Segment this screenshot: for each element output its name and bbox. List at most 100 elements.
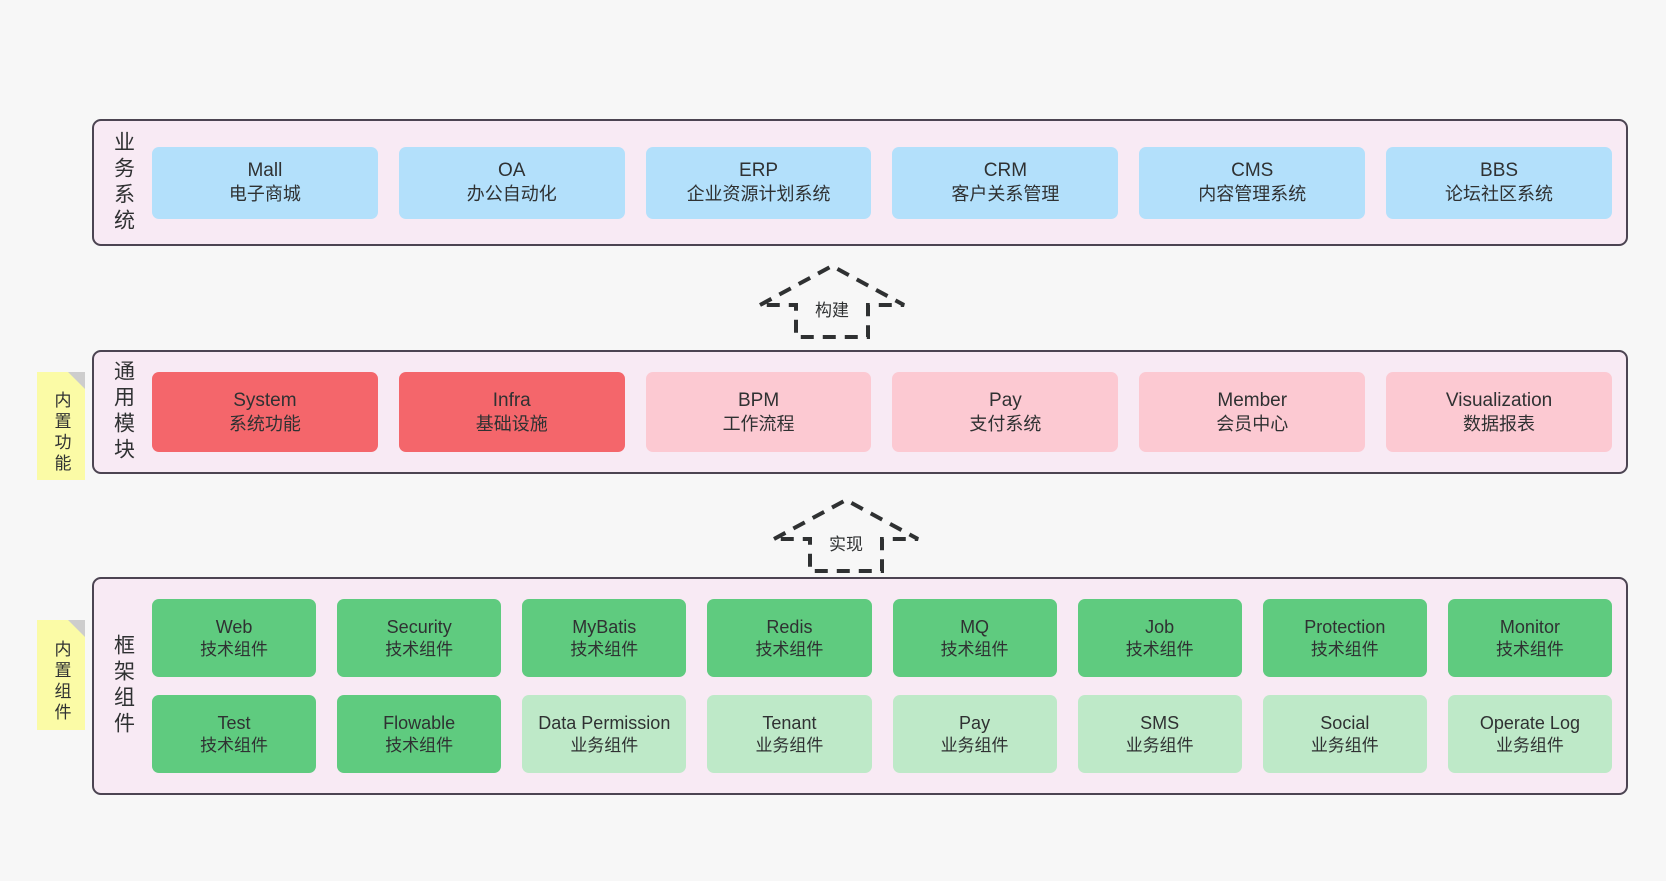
card-desc: 技术组件: [200, 735, 269, 755]
card-title: Social: [1320, 713, 1370, 734]
card-title: CRM: [983, 160, 1028, 182]
card-desc: 技术组件: [1125, 639, 1194, 659]
card-cms[interactable]: CMS 内容管理系统: [1139, 146, 1366, 219]
card-title: Tenant: [762, 713, 817, 734]
card-desc: 数据报表: [1463, 413, 1536, 434]
card-crm[interactable]: CRM 客户关系管理: [892, 146, 1119, 219]
card-title: Job: [1145, 617, 1175, 638]
card-desc: 客户关系管理: [951, 184, 1060, 205]
card-desc: 技术组件: [385, 639, 454, 659]
card-title: Member: [1217, 389, 1288, 411]
card-system[interactable]: System 系统功能: [152, 372, 378, 452]
layer-framework-title: 框架组件: [94, 579, 146, 793]
card-desc: 技术组件: [570, 639, 639, 659]
card-title: Mall: [247, 160, 283, 182]
card-erp[interactable]: ERP 企业资源计划系统: [645, 146, 872, 219]
fold-corner-icon: [68, 620, 85, 637]
card-mybatis[interactable]: MyBatis 技术组件: [522, 599, 687, 677]
sticky-note-label: 内置功能: [51, 391, 71, 475]
card-oa[interactable]: OA 办公自动化: [398, 146, 625, 219]
layer-business-title-text: 业务系统: [111, 130, 135, 235]
card-desc: 技术组件: [940, 639, 1009, 659]
card-test[interactable]: Test 技术组件: [152, 695, 317, 773]
card-infra[interactable]: Infra 基础设施: [398, 372, 625, 452]
card-title: Security: [386, 617, 452, 638]
card-desc: 业务组件: [570, 735, 639, 755]
card-row: Web 技术组件 Security 技术组件 MyBatis 技术组件 Redi…: [152, 599, 1612, 677]
card-job[interactable]: Job 技术组件: [1077, 599, 1242, 677]
card-title: OA: [498, 160, 526, 182]
card-redis[interactable]: Redis 技术组件: [707, 599, 872, 677]
card-member[interactable]: Member 会员中心: [1139, 372, 1366, 452]
layer-framework-components: 框架组件 Web 技术组件 Security 技术组件 MyBatis 技术组件…: [92, 577, 1628, 795]
card-bpm[interactable]: BPM 工作流程: [645, 372, 872, 452]
card-data-permission[interactable]: Data Permission 业务组件: [522, 695, 687, 773]
card-title: ERP: [739, 160, 779, 182]
card-title: Operate Log: [1479, 713, 1580, 734]
card-mall[interactable]: Mall 电子商城: [152, 146, 378, 219]
card-desc: 业务组件: [755, 735, 824, 755]
card-security[interactable]: Security 技术组件: [337, 599, 502, 677]
card-title: MQ: [960, 617, 990, 638]
card-title: Pay: [959, 713, 991, 734]
card-title: MyBatis: [572, 617, 637, 638]
card-visualization[interactable]: Visualization 数据报表: [1386, 372, 1612, 452]
card-flowable[interactable]: Flowable 技术组件: [337, 695, 502, 773]
layer-common-modules: 通用模块 System 系统功能 Infra 基础设施 BPM 工作流程 Pay: [92, 350, 1628, 474]
card-desc: 业务组件: [1125, 735, 1194, 755]
layer-framework-title-text: 框架组件: [111, 634, 135, 738]
card-title: Flowable: [383, 713, 456, 734]
card-desc: 工作流程: [722, 413, 795, 434]
card-desc: 会员中心: [1216, 413, 1289, 434]
card-title: Protection: [1304, 617, 1386, 638]
card-desc: 支付系统: [969, 413, 1042, 434]
card-operate-log[interactable]: Operate Log 业务组件: [1447, 695, 1612, 773]
card-desc: 系统功能: [228, 413, 301, 434]
card-title: Redis: [766, 617, 813, 638]
card-desc: 基础设施: [475, 413, 548, 434]
card-row: System 系统功能 Infra 基础设施 BPM 工作流程 Pay 支付系统…: [152, 372, 1612, 452]
card-title: BBS: [1480, 160, 1519, 182]
card-title: Monitor: [1499, 617, 1560, 638]
card-title: Web: [215, 617, 253, 638]
arrow-build: 构建: [757, 263, 907, 340]
card-mq[interactable]: MQ 技术组件: [892, 599, 1057, 677]
card-desc: 技术组件: [1310, 639, 1379, 659]
card-desc: 内容管理系统: [1198, 184, 1307, 205]
card-title: BPM: [737, 389, 780, 411]
card-protection[interactable]: Protection 技术组件: [1262, 599, 1427, 677]
sticky-note-label: 内置组件: [51, 640, 71, 724]
fold-corner-icon: [68, 372, 85, 389]
card-desc: 技术组件: [385, 735, 454, 755]
layer-business-cards: Mall 电子商城 OA 办公自动化 ERP 企业资源计划系统 CRM 客户关系…: [146, 121, 1626, 244]
card-tenant[interactable]: Tenant 业务组件: [707, 695, 872, 773]
card-monitor[interactable]: Monitor 技术组件: [1447, 599, 1612, 677]
layer-common-title-text: 通用模块: [111, 360, 135, 464]
card-social[interactable]: Social 业务组件: [1262, 695, 1427, 773]
card-desc: 业务组件: [940, 735, 1009, 755]
card-title: Visualization: [1445, 389, 1553, 411]
card-sms[interactable]: SMS 业务组件: [1077, 695, 1242, 773]
card-desc: 办公自动化: [466, 184, 557, 205]
layer-business-systems: 业务系统 Mall 电子商城 OA 办公自动化 ERP 企业资源计划系统 CRM: [92, 119, 1628, 246]
card-row: Mall 电子商城 OA 办公自动化 ERP 企业资源计划系统 CRM 客户关系…: [152, 146, 1612, 219]
card-desc: 技术组件: [755, 639, 824, 659]
layer-common-title: 通用模块: [94, 352, 146, 472]
card-bbs[interactable]: BBS 论坛社区系统: [1386, 146, 1612, 219]
card-desc: 技术组件: [1495, 639, 1564, 659]
card-pay-module[interactable]: Pay 支付系统: [892, 372, 1119, 452]
arrow-build-label: 构建: [815, 301, 849, 320]
arrow-implement: 实现: [771, 497, 921, 574]
card-desc: 论坛社区系统: [1445, 184, 1554, 205]
layer-framework-cards: Web 技术组件 Security 技术组件 MyBatis 技术组件 Redi…: [146, 579, 1626, 793]
card-pay-component[interactable]: Pay 业务组件: [892, 695, 1057, 773]
card-title: CMS: [1231, 160, 1274, 182]
card-desc: 技术组件: [200, 639, 269, 659]
sticky-note-builtin-features: 内置功能: [37, 372, 85, 480]
card-web[interactable]: Web 技术组件: [152, 599, 317, 677]
layer-common-cards: System 系统功能 Infra 基础设施 BPM 工作流程 Pay 支付系统…: [146, 352, 1626, 472]
card-desc: 电子商城: [228, 184, 301, 205]
sticky-note-builtin-components: 内置组件: [37, 620, 85, 730]
card-title: Pay: [989, 389, 1022, 411]
